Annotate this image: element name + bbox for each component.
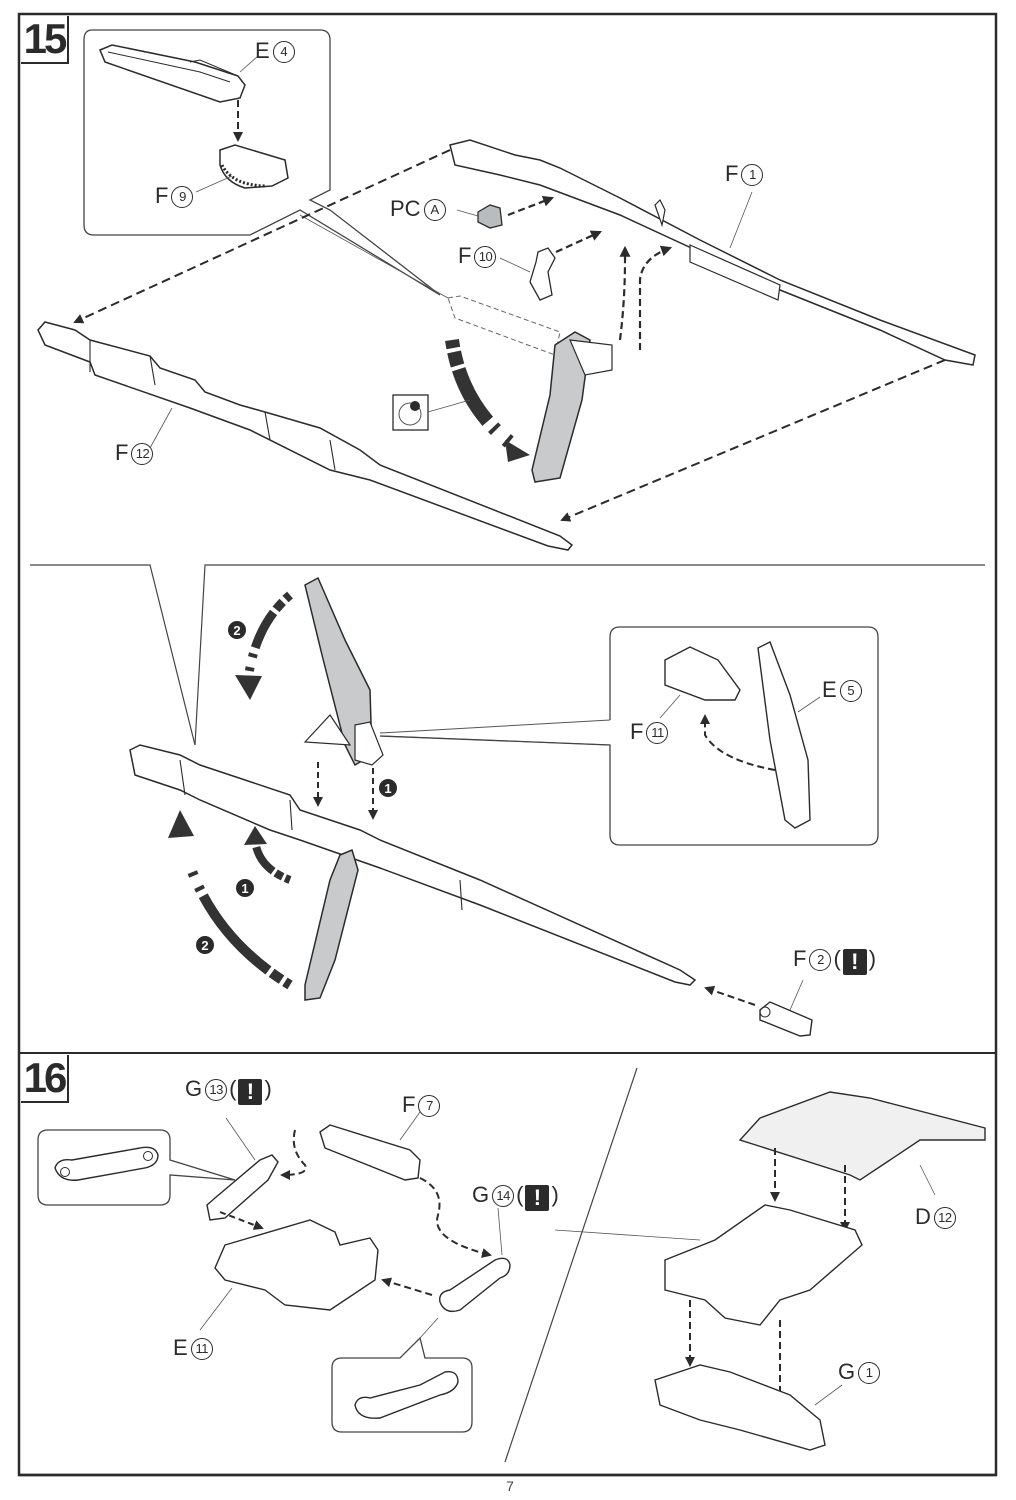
- part-number: 4: [272, 41, 295, 63]
- runner-letter: F: [115, 440, 129, 465]
- part-f12: [37, 321, 574, 551]
- part-number: 12: [131, 443, 154, 465]
- runner-letter: F: [793, 946, 807, 971]
- part-frame-assembled: [664, 1204, 863, 1326]
- svg-text:1: 1: [384, 781, 391, 796]
- marker-1-upper: 1: [379, 779, 397, 797]
- runner-letter: F: [458, 243, 472, 268]
- part-number: 5: [839, 680, 862, 702]
- part-number: 13: [205, 1079, 228, 1101]
- runner-letter: F: [630, 719, 644, 744]
- part-g1: [654, 1364, 826, 1451]
- part-fin-lower: [304, 848, 359, 1001]
- part-number: 11: [190, 1338, 213, 1360]
- runner-letter: E: [822, 677, 837, 702]
- part-fin-gray: [531, 331, 613, 483]
- marker-2-lower: 2: [196, 936, 214, 954]
- runner-letter: PC: [390, 196, 421, 221]
- warning-icon: !: [238, 1079, 263, 1105]
- part-f2: [759, 1001, 813, 1037]
- part-number: 9: [171, 186, 194, 208]
- part-number: 14: [492, 1185, 515, 1207]
- rotate-symbol-icon: [392, 394, 429, 431]
- runner-letter: E: [173, 1335, 188, 1360]
- part-g13: [206, 1154, 279, 1221]
- part-f1: [449, 139, 976, 366]
- runner-letter: G: [838, 1359, 856, 1384]
- part-barrel-assembled: [129, 744, 697, 986]
- runner-letter: E: [255, 38, 270, 63]
- runner-letter: F: [725, 161, 739, 186]
- svg-text:2: 2: [201, 938, 208, 953]
- svg-text:1: 1: [241, 881, 248, 896]
- runner-letter: F: [402, 1092, 416, 1117]
- callout-g14: [331, 1336, 473, 1433]
- part-number: 10: [474, 246, 497, 268]
- marker-1-lower: 1: [236, 879, 254, 897]
- warning-icon: !: [842, 949, 867, 975]
- part-number: 1: [741, 164, 764, 186]
- part-number: 12: [933, 1207, 956, 1229]
- step-number-16: 16: [21, 1055, 69, 1103]
- callout-g13: [37, 1129, 236, 1206]
- part-e4: [99, 44, 246, 103]
- part-f10: [529, 247, 556, 301]
- part-number: 1: [858, 1362, 881, 1384]
- part-g14: [439, 1257, 511, 1313]
- callout-f11-e5: [379, 626, 879, 846]
- part-f7: [319, 1124, 421, 1181]
- callout-e4-f9: [83, 29, 441, 296]
- runner-letter: G: [472, 1182, 490, 1207]
- part-pc-a: [477, 204, 503, 229]
- part-number: 11: [646, 722, 669, 744]
- runner-letter: D: [915, 1204, 931, 1229]
- svg-text:2: 2: [233, 623, 240, 638]
- part-e11: [214, 1219, 379, 1311]
- part-fin-upper: [303, 576, 384, 767]
- step-number-15: 15: [21, 16, 69, 64]
- part-number: 7: [418, 1095, 441, 1117]
- part-d12: [738, 1091, 986, 1181]
- marker-2-upper: 2: [228, 621, 246, 639]
- runner-letter: G: [185, 1076, 203, 1101]
- runner-letter: F: [155, 183, 169, 208]
- sub-step-divider: [30, 564, 985, 746]
- warning-icon: !: [525, 1185, 550, 1211]
- part-f9: [219, 144, 289, 189]
- part-number: 2: [809, 949, 832, 971]
- part-number: A: [423, 199, 446, 221]
- page-number: 7: [506, 1478, 514, 1494]
